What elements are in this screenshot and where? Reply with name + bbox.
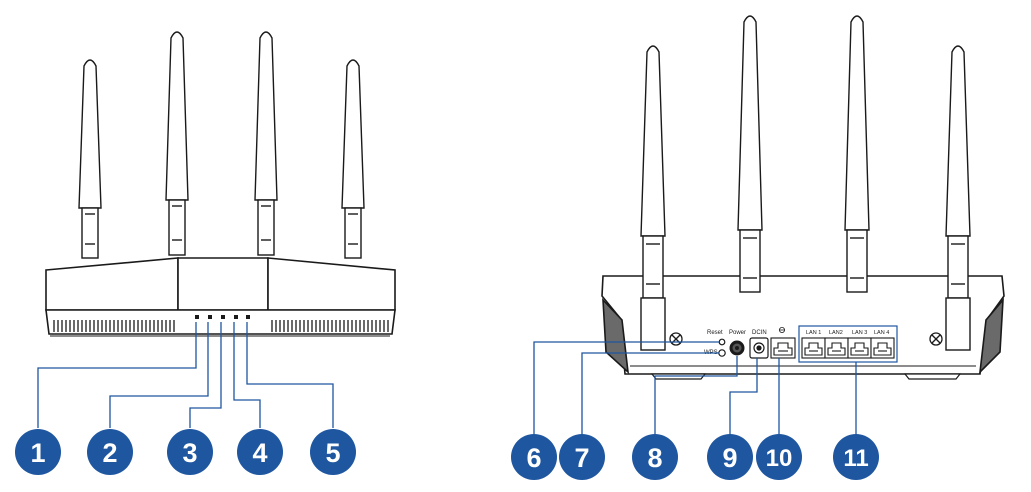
front-vents <box>53 320 389 332</box>
screw-left-icon <box>669 332 683 346</box>
back-antenna-2 <box>737 15 763 293</box>
router-back-view: Reset Power DCIN WPS LAN 1 LAN2 LAN 3 LA… <box>601 15 1005 380</box>
leader-2 <box>109 322 209 428</box>
svg-text:8: 8 <box>647 443 662 473</box>
back-left-side-panel <box>602 297 630 375</box>
label-reset: Reset <box>707 330 723 336</box>
wan-port[interactable] <box>770 337 796 359</box>
wps-button[interactable] <box>718 349 726 357</box>
wan-globe-icon <box>779 326 786 333</box>
callout-3: 3 <box>167 429 213 475</box>
svg-text:4: 4 <box>252 438 267 468</box>
back-antenna-4 <box>945 45 971 351</box>
callout-8: 8 <box>632 434 678 480</box>
led-4 <box>234 315 238 319</box>
callout-6: 6 <box>511 434 557 480</box>
svg-text:7: 7 <box>574 443 589 473</box>
svg-text:2: 2 <box>102 438 117 468</box>
label-lan2: LAN2 <box>829 330 843 336</box>
led-1 <box>195 315 199 319</box>
dc-in-port[interactable] <box>749 337 769 359</box>
leader-8 <box>654 356 738 434</box>
label-power: Power <box>729 330 746 336</box>
lan-port-4[interactable] <box>870 337 895 359</box>
led-2 <box>208 315 212 319</box>
led-5 <box>246 315 250 319</box>
leader-1 <box>37 322 197 428</box>
lan-port-group <box>798 325 898 363</box>
front-antenna-2 <box>165 31 189 256</box>
front-antenna-4 <box>341 59 365 259</box>
label-lan1: LAN 1 <box>806 330 821 336</box>
callout-2: 2 <box>87 429 133 475</box>
callout-9: 9 <box>707 434 753 480</box>
back-antennas <box>640 15 971 351</box>
callout-10: 10 <box>756 434 802 480</box>
leader-6 <box>533 341 719 434</box>
leader-4 <box>233 322 261 428</box>
reset-button[interactable] <box>718 338 726 346</box>
front-antennas <box>78 31 365 259</box>
leader-5 <box>246 322 334 428</box>
label-lan3: LAN 3 <box>852 330 867 336</box>
power-button[interactable] <box>729 340 745 356</box>
svg-text:9: 9 <box>722 443 737 473</box>
label-lan4: LAN 4 <box>874 330 889 336</box>
router-front-view <box>45 31 396 337</box>
screw-right-icon <box>929 332 943 346</box>
lan-port-1[interactable] <box>801 337 826 359</box>
callout-4: 4 <box>237 429 283 475</box>
leader-lines <box>37 322 857 434</box>
label-dcin: DCIN <box>752 330 767 336</box>
leader-7 <box>581 352 719 434</box>
leader-3 <box>189 322 222 428</box>
lan-port-3[interactable] <box>847 337 872 359</box>
callout-5: 5 <box>310 429 356 475</box>
back-right-side-panel <box>978 297 1004 375</box>
svg-text:11: 11 <box>843 445 868 472</box>
callout-1: 1 <box>15 429 61 475</box>
svg-text:1: 1 <box>30 438 45 468</box>
led-3 <box>221 315 225 319</box>
svg-text:6: 6 <box>526 443 541 473</box>
callout-7: 7 <box>559 434 605 480</box>
svg-text:3: 3 <box>182 438 197 468</box>
leader-9 <box>729 358 758 434</box>
front-leds <box>195 315 250 319</box>
front-antenna-1 <box>78 59 102 259</box>
back-antenna-1 <box>640 45 666 351</box>
callout-11: 11 <box>833 434 879 480</box>
back-body <box>601 275 1005 375</box>
svg-text:10: 10 <box>766 445 793 472</box>
front-antenna-3 <box>254 31 278 256</box>
lan-port-2[interactable] <box>824 337 849 359</box>
back-antenna-3 <box>844 15 870 293</box>
callout-badges: 1 2 3 4 5 6 7 8 <box>15 429 879 480</box>
svg-text:5: 5 <box>325 438 340 468</box>
